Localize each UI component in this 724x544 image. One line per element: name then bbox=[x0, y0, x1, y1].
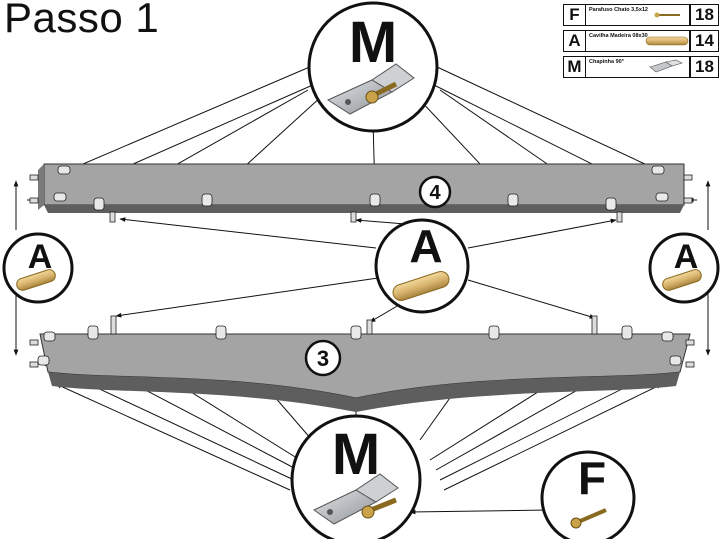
dowel-icon bbox=[16, 269, 56, 291]
bracket-icon bbox=[313, 473, 399, 525]
board-3-label: 3 bbox=[317, 346, 329, 371]
dowel-icon bbox=[662, 269, 702, 291]
board-3: 3 bbox=[29, 315, 695, 412]
dowel-icon bbox=[392, 271, 450, 301]
part-code: F bbox=[564, 5, 586, 25]
screw-icon bbox=[654, 12, 680, 18]
part-qty: 14 bbox=[689, 31, 718, 51]
part-name: Parafuso Chato 3,5x12 bbox=[589, 7, 648, 13]
part-code: M bbox=[564, 57, 586, 77]
bracket-callout-bottom: M bbox=[290, 414, 422, 544]
screw-callout-letter: F bbox=[578, 452, 606, 504]
screw-icon bbox=[361, 497, 397, 519]
dowel-callout-center: A bbox=[374, 218, 470, 314]
part-qty: 18 bbox=[689, 57, 718, 77]
screw-callout: F bbox=[540, 450, 636, 544]
part-row-m: M Chapinha 90° 18 bbox=[563, 56, 719, 78]
bracket-callout-top-letter: M bbox=[349, 10, 397, 75]
screw-icon bbox=[365, 81, 398, 104]
bracket-icon bbox=[649, 59, 683, 73]
parts-list: F Parafuso Chato 3,5x12 18 A Cavilha Mad… bbox=[563, 4, 719, 82]
part-row-a: A Cavilha Madeira 08x30 14 bbox=[563, 30, 719, 52]
part-code: A bbox=[564, 31, 586, 51]
dowel-callout-right: A bbox=[648, 232, 720, 304]
screw-icon bbox=[570, 508, 607, 529]
board-4: 4 bbox=[29, 163, 693, 223]
part-name: Cavilha Madeira 08x30 bbox=[589, 33, 648, 39]
part-row-f: F Parafuso Chato 3,5x12 18 bbox=[563, 4, 719, 26]
bracket-callout-top: M bbox=[307, 1, 439, 133]
board-4-label: 4 bbox=[429, 182, 441, 204]
dowel-icon bbox=[645, 36, 689, 46]
part-qty: 18 bbox=[689, 5, 718, 25]
bracket-callout-bottom-letter: M bbox=[332, 422, 380, 487]
page-title: Passo 1 bbox=[4, 0, 160, 41]
dowel-callout-left: A bbox=[2, 232, 74, 304]
dowel-callout-center-letter: A bbox=[409, 220, 442, 272]
part-name: Chapinha 90° bbox=[589, 59, 624, 65]
